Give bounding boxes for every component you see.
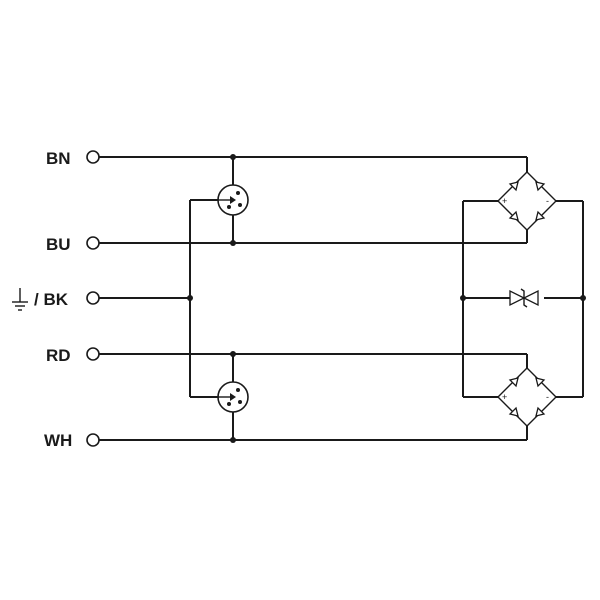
bridge-rectifier-icon: + -: [463, 354, 583, 440]
terminal-label-bn: BN: [46, 149, 71, 168]
terminal-rd: [86, 347, 100, 361]
junction-dot: [460, 295, 466, 301]
junction-dot: [230, 437, 236, 443]
terminal-label-bu: BU: [46, 235, 71, 254]
ground-icon: [12, 288, 28, 311]
terminal-label-rd: RD: [46, 346, 71, 365]
junction-dot: [230, 351, 236, 357]
junction-dot: [230, 240, 236, 246]
junction-dot: [580, 295, 586, 301]
terminal-label-bk: / BK: [34, 290, 69, 309]
terminal-bu: [86, 236, 100, 250]
lamp-icon: [217, 354, 249, 440]
tvs-diode-icon: [509, 288, 539, 308]
svg-text:+: +: [502, 392, 507, 402]
bridge-rectifier-icon: + -: [463, 157, 583, 243]
terminal-bn: [86, 150, 100, 164]
junction-dot: [187, 295, 193, 301]
junction-dot: [230, 154, 236, 160]
svg-text:-: -: [546, 392, 549, 402]
lamp-icon: [217, 157, 249, 243]
svg-text:+: +: [502, 196, 507, 206]
terminal-wh: [86, 433, 100, 447]
terminal-bk: [86, 291, 100, 305]
svg-text:-: -: [546, 196, 549, 206]
terminal-label-wh: WH: [44, 431, 72, 450]
